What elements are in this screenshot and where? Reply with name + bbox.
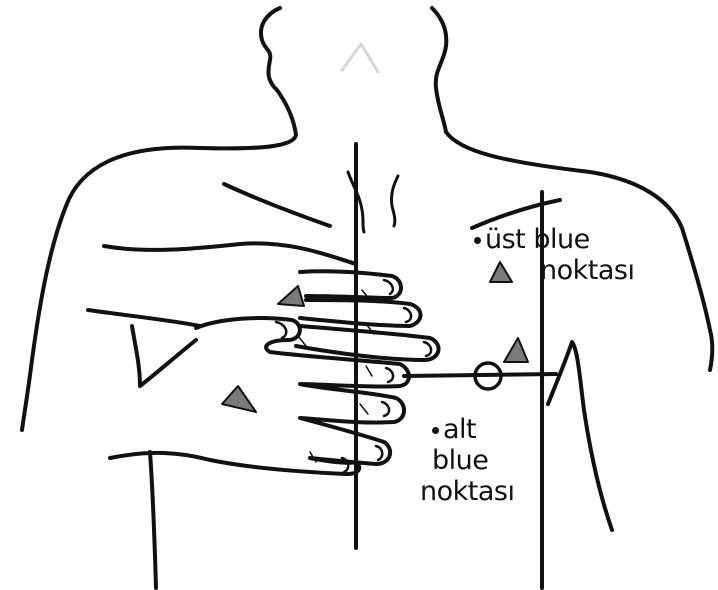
lower-label-line1: alt	[443, 414, 476, 445]
sternum-notch-right	[391, 176, 398, 226]
lower-blue-point-label: alt blue noktası	[432, 414, 514, 507]
chest-marker-right	[504, 338, 528, 362]
torso-lower-left	[150, 452, 156, 588]
arm-inner-fold	[132, 326, 196, 386]
lower-label-dot	[432, 427, 439, 434]
front-hand-outline	[110, 318, 409, 474]
right-chest-edge	[548, 342, 612, 530]
upper-label-dot	[474, 237, 481, 244]
neck-right-outline	[432, 8, 712, 370]
arm-upper-edge	[104, 243, 356, 264]
hand-marker-knuckle	[278, 286, 304, 306]
upper-label-line2: noktası	[474, 255, 634, 286]
arm-lower-edge	[88, 310, 200, 326]
lower-label-line2: blue	[432, 445, 514, 476]
intercostal-horizontal-line	[404, 374, 556, 376]
back-hand-finger-2	[300, 300, 421, 326]
upper-blue-point-label: üst blue noktası	[474, 224, 634, 286]
collarbone-left	[224, 184, 330, 226]
chin-mark	[342, 44, 378, 72]
upper-label-line1: üst blue	[485, 224, 590, 255]
hand-marker-left	[222, 386, 256, 412]
back-hand-finger-1	[300, 271, 401, 298]
lower-label-line3: noktası	[420, 476, 514, 507]
neck-left-outline	[22, 8, 296, 430]
